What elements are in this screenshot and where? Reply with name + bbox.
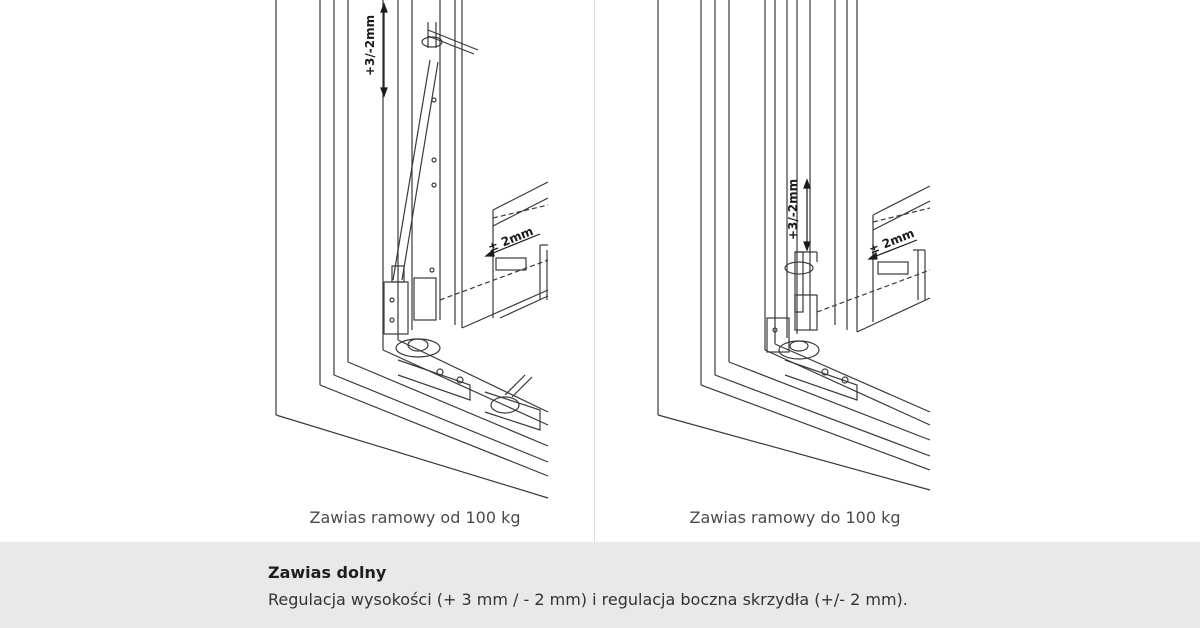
figure-frame-hinge-over-100kg: +3/-2mm ± 2mm Zawias ramowy od 100 kg: [0, 0, 594, 542]
horizontal-dimension-label: ± 2mm: [867, 226, 916, 257]
vertical-dimension-label: +3/-2mm: [786, 179, 800, 240]
figure-divider: [594, 0, 595, 542]
figure-frame-hinge-up-to-100kg: +3/-2mm ± 2mm Zawias ramowy do 100 kg: [595, 0, 1200, 542]
figure-caption: Zawias ramowy od 100 kg: [309, 508, 521, 527]
figure-caption: Zawias ramowy do 100 kg: [689, 508, 901, 527]
section-description: Regulacja wysokości (+ 3 mm / - 2 mm) i …: [268, 590, 908, 609]
description-footer: Zawias dolny Regulacja wysokości (+ 3 mm…: [0, 542, 1200, 628]
vertical-dimension-label: +3/-2mm: [363, 15, 377, 76]
hinge-diagram-right: +3/-2mm ± 2mm: [657, 0, 931, 491]
hinge-diagram-left: +3/-2mm ± 2mm: [275, 0, 549, 499]
section-title: Zawias dolny: [268, 563, 387, 582]
